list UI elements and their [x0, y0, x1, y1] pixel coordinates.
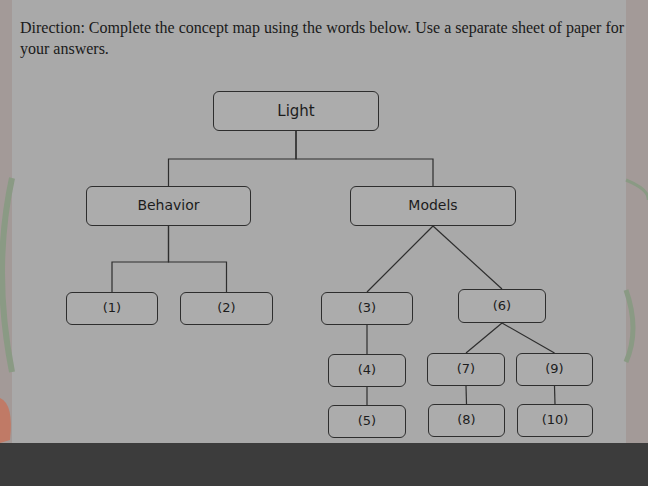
blank-number: (2) — [217, 301, 235, 315]
connector-line — [466, 323, 502, 353]
concept-box: Behavior — [86, 186, 251, 226]
blank-number: (7) — [457, 362, 475, 376]
decorative-arc — [2, 178, 12, 372]
blank-number: (3) — [358, 301, 376, 315]
blank-box: (1) — [66, 292, 158, 325]
connector-line — [366, 325, 367, 354]
blank-number: (1) — [103, 301, 121, 315]
side-margin — [0, 0, 12, 443]
connector-line — [112, 226, 169, 292]
connector-line — [296, 131, 433, 186]
blank-box: (6) — [458, 289, 546, 323]
connector-line — [502, 323, 555, 353]
blank-number: (9) — [545, 362, 563, 376]
blank-number: (5) — [358, 414, 376, 428]
connector-line — [169, 226, 227, 292]
blank-box: (7) — [427, 353, 505, 386]
concept-label: Light — [277, 103, 314, 120]
concept-label: Models — [408, 198, 457, 213]
edge-group — [112, 131, 555, 405]
connector-line — [465, 386, 467, 404]
blank-box: (10) — [517, 404, 593, 437]
decorative-blob — [0, 398, 11, 443]
blank-number: (6) — [493, 299, 511, 313]
bottom-bar — [0, 443, 648, 486]
blank-box: (5) — [328, 405, 406, 438]
side-margin — [626, 0, 648, 443]
decorative-arc — [626, 180, 648, 200]
blank-number: (10) — [542, 413, 569, 427]
blank-box: (4) — [328, 354, 406, 387]
blank-box: (9) — [516, 353, 593, 386]
blank-number: (4) — [358, 363, 376, 377]
concept-label: Behavior — [137, 198, 199, 213]
concept-box: Light — [213, 91, 379, 131]
blank-number: (8) — [457, 413, 475, 427]
connector-line — [169, 131, 297, 186]
connector-line — [366, 387, 367, 405]
connector-line — [433, 226, 502, 289]
connector-line — [554, 386, 556, 404]
blank-box: (8) — [428, 404, 505, 437]
blank-box: (2) — [180, 292, 273, 325]
concept-box: Models — [350, 186, 516, 226]
blank-box: (3) — [321, 292, 413, 325]
connector-line — [367, 226, 433, 292]
decorative-arc — [626, 290, 633, 362]
instruction-heading: Direction: Complete the concept map usin… — [20, 17, 626, 59]
